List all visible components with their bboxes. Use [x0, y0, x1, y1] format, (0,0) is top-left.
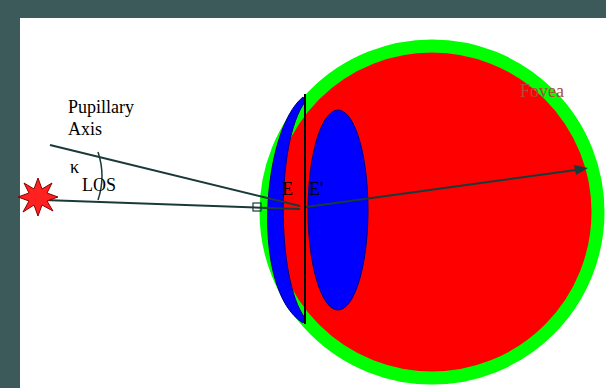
axis-label: LOS	[82, 174, 116, 196]
cornea	[268, 97, 305, 323]
structure-label: Fovea	[520, 80, 564, 102]
axis-label: Pupillary Axis	[68, 96, 150, 140]
point-label: E	[282, 178, 293, 200]
angle-symbol: κ	[70, 156, 79, 178]
point-label: E'	[309, 178, 323, 200]
arrowhead	[574, 165, 588, 175]
lens	[308, 110, 368, 310]
white-panel	[20, 18, 606, 388]
iris-plane	[304, 94, 306, 324]
pupillary-axis-line	[50, 145, 300, 206]
eyeball	[266, 46, 598, 378]
los-line	[44, 200, 300, 209]
light-source-star	[18, 178, 58, 216]
fovea-line	[306, 170, 576, 207]
